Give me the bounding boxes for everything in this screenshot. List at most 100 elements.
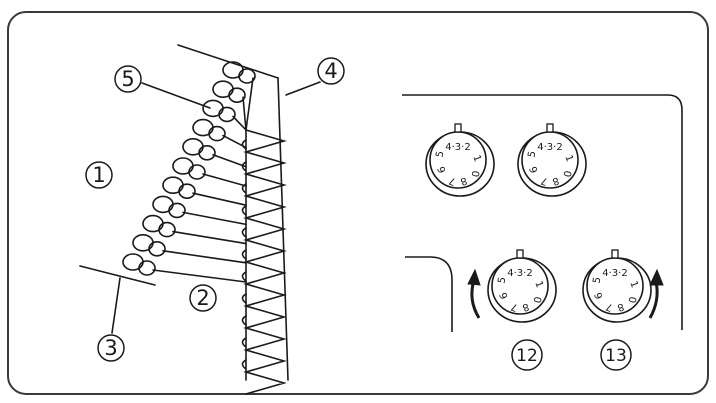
dial-marker	[611, 249, 619, 259]
edge-loop	[241, 161, 247, 172]
chain-loop	[152, 195, 174, 214]
loop-thread	[202, 173, 247, 187]
loop-thread	[212, 154, 247, 168]
leader-3	[111, 277, 121, 334]
svg-text:13: 13	[605, 346, 627, 366]
chain-loop-inner	[198, 145, 216, 161]
leader-5	[141, 82, 211, 109]
edge-loop	[241, 249, 247, 260]
dial-digit: 6	[498, 291, 511, 301]
dial-digit: 5	[497, 276, 509, 284]
zigzag-cover-thread	[241, 129, 287, 395]
edge-loop	[241, 227, 247, 238]
callout-13: 13	[600, 339, 632, 371]
rotation-arrow-left	[467, 268, 481, 319]
callout-2: 2	[189, 284, 217, 312]
dial-digit: 0	[626, 296, 638, 304]
dial-digit: 7	[540, 174, 550, 187]
svg-text:1: 1	[92, 163, 105, 187]
chain-loop	[122, 253, 144, 271]
loop-thread	[245, 77, 254, 131]
callout-3: 3	[97, 334, 125, 362]
dial-digit: 8	[551, 174, 561, 187]
chain-loop-inner	[238, 68, 256, 84]
chain-loop	[222, 61, 244, 79]
dial-digit: 6	[528, 165, 541, 175]
callout-1: 1	[85, 161, 113, 189]
chain-loop-inner	[158, 221, 176, 238]
dial-digit: 1	[532, 280, 545, 290]
dial-digit: 4·3·2	[537, 142, 562, 153]
dial-digit: 8	[616, 300, 626, 313]
fabric-top-edge	[177, 44, 279, 79]
dial-digit: 5	[435, 150, 447, 158]
dial-digit: 4·3·2	[602, 268, 627, 279]
dial-digit: 8	[459, 174, 469, 187]
chain-loop-inner	[168, 202, 186, 219]
outer-frame	[7, 11, 709, 395]
dial-digit: 7	[448, 174, 458, 187]
edge-loop	[241, 293, 247, 304]
chain-loop	[162, 176, 184, 194]
stitch-illustration	[79, 44, 321, 395]
svg-text:12: 12	[516, 346, 538, 366]
leader-4	[285, 81, 321, 96]
loop-thread	[152, 269, 247, 283]
chain-stitch-loops	[122, 61, 256, 283]
dial-digit: 7	[510, 300, 520, 313]
dial-digit: 0	[561, 170, 573, 178]
dial-digit: 4·3·2	[507, 268, 532, 279]
panel-outline-lower	[405, 256, 453, 332]
chain-loop-inner	[208, 125, 226, 142]
chain-loop	[132, 234, 154, 252]
dial-digit: 8	[521, 300, 531, 313]
edge-loop	[241, 337, 247, 348]
chain-loop-inner	[138, 260, 156, 276]
dial-digit: 6	[593, 291, 606, 301]
chain-loop-inner	[228, 87, 246, 103]
dial-marker	[516, 249, 524, 259]
dial-digit: 4·3·2	[445, 142, 470, 153]
loop-thread	[162, 250, 247, 264]
chain-loop-inner	[218, 106, 236, 123]
panel-outline-top	[402, 94, 683, 330]
dial-digit: 1	[470, 154, 483, 164]
chain-loop-inner	[148, 241, 166, 257]
dial-digit: 1	[627, 280, 640, 290]
dial-digit: 6	[436, 165, 449, 175]
loop-thread	[172, 230, 247, 245]
chain-loop	[192, 118, 214, 137]
dial-digit: 5	[527, 150, 539, 158]
chain-loop	[142, 214, 164, 233]
callout-4: 4	[317, 57, 345, 85]
callout-5: 5	[114, 65, 142, 93]
svg-text:3: 3	[104, 336, 117, 360]
rotation-arrow-right	[648, 268, 664, 319]
chain-loop-inner	[188, 164, 206, 180]
loop-thread	[242, 96, 247, 131]
edge-loop	[241, 205, 247, 216]
edge-loop	[241, 139, 247, 150]
callout-12: 12	[511, 339, 543, 371]
zigzag-path	[243, 129, 287, 395]
chain-loop	[182, 138, 204, 156]
dial-digit: 0	[531, 296, 543, 304]
edge-loop	[241, 315, 247, 326]
dial-marker	[546, 123, 554, 133]
edge-loop	[241, 359, 247, 370]
edge-loop	[241, 183, 247, 194]
dial-panel	[402, 94, 683, 332]
loop-thread	[192, 192, 247, 206]
chain-loop	[172, 157, 194, 175]
svg-text:2: 2	[196, 286, 209, 310]
edge-loop	[241, 271, 247, 282]
loop-thread	[232, 115, 247, 131]
dial-digit: 7	[605, 300, 615, 313]
chain-loop	[202, 99, 224, 118]
dial-marker	[454, 123, 462, 133]
